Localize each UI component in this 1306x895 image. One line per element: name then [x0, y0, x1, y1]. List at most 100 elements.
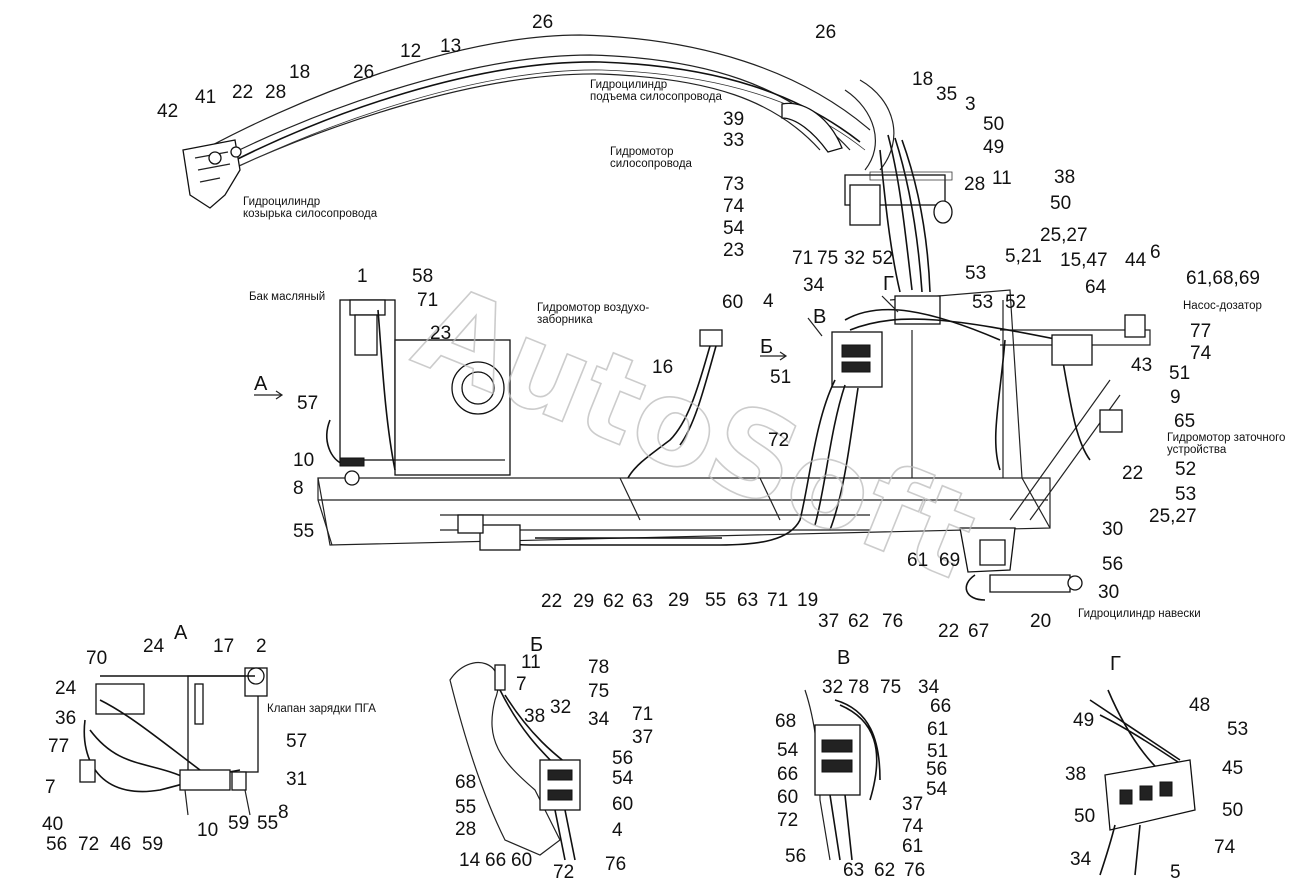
callout-label: 26: [815, 22, 836, 43]
callout-label: 61,68,69: [1186, 268, 1260, 289]
callout-label: 56: [46, 834, 67, 855]
caption-oil-tank: Бак масляный: [249, 291, 325, 303]
callout-label: 34: [588, 709, 610, 730]
callout-label: 11: [521, 652, 541, 673]
callout-label: 56: [1102, 554, 1123, 575]
callout-label: 61: [907, 550, 928, 571]
callout-label: 52: [872, 248, 893, 269]
callout-label: 5: [1170, 862, 1181, 883]
callout-label: 32: [550, 697, 571, 718]
callout-label: 48: [1189, 695, 1210, 716]
callout-label: 5,21: [1005, 246, 1042, 267]
view-title-b: Б: [530, 634, 543, 656]
callout-label: 76: [605, 854, 626, 875]
callout-label: 70: [86, 648, 107, 669]
air-intake-motor: [627, 329, 723, 479]
callout-label: 30: [1102, 519, 1123, 540]
callout-label: 2: [256, 636, 267, 657]
callout-label: 74: [902, 816, 924, 837]
callout-label: 54: [723, 218, 745, 239]
callout-label: 74: [723, 196, 745, 217]
spout-hydraulics: [844, 134, 953, 293]
callout-label: 14: [459, 850, 481, 871]
callout-label: 26: [353, 62, 374, 83]
callout-label: 60: [722, 292, 743, 313]
callout-label: 77: [48, 736, 69, 757]
callout-label: 10: [293, 450, 314, 471]
callout-label: 35: [936, 84, 957, 105]
callout-label: 24: [55, 678, 77, 699]
view-marker-b: Б: [760, 336, 773, 358]
caption-hitch: Гидроцилиндр навески: [1078, 608, 1201, 620]
callout-label: 61: [902, 836, 923, 857]
callout-label: 62: [874, 860, 895, 881]
callout-label: 55: [257, 813, 278, 834]
callout-label: 49: [1073, 710, 1094, 731]
callout-label: 20: [1030, 611, 1051, 632]
callout-label: 23: [430, 323, 451, 344]
callout-label: 34: [918, 677, 940, 698]
callout-label: 34: [803, 275, 825, 296]
callout-label: 53: [965, 263, 986, 284]
callout-label: 12: [400, 41, 421, 62]
callout-label: 43: [1131, 355, 1152, 376]
callout-label: 36: [55, 708, 76, 729]
visor-cylinder: [182, 139, 242, 209]
callout-label: 41: [195, 87, 216, 108]
view-arrow-g: [881, 295, 899, 313]
callout-label: 67: [968, 621, 989, 642]
callout-label: 56: [926, 759, 947, 780]
callout-label: 28: [455, 819, 476, 840]
callout-label: 72: [768, 430, 789, 451]
callout-label: 34: [1070, 849, 1092, 870]
callout-label: 38: [1054, 167, 1075, 188]
callout-label: 51: [770, 367, 791, 388]
callout-label: 37: [902, 794, 923, 815]
callout-label: 78: [588, 657, 609, 678]
callout-label: 38: [1065, 764, 1086, 785]
callout-label: 75: [588, 681, 609, 702]
callout-label: 53: [1175, 484, 1196, 505]
callout-label: 64: [1085, 277, 1107, 298]
callout-label: 71: [767, 590, 788, 611]
callout-label: 22: [938, 621, 959, 642]
callout-label: 55: [455, 797, 476, 818]
callout-label: 7: [45, 777, 56, 798]
callout-label: 66: [485, 850, 506, 871]
callout-label: 50: [1050, 193, 1071, 214]
callout-label: 22: [541, 591, 562, 612]
callout-label: 54: [926, 779, 948, 800]
view-marker-v: В: [813, 306, 826, 328]
callout-label: 7: [516, 674, 527, 695]
callout-label: 69: [939, 550, 960, 571]
view-g: [1089, 689, 1196, 876]
callout-label: 29: [573, 591, 594, 612]
callout-label: 56: [612, 748, 633, 769]
view-v: [804, 689, 881, 861]
callout-label: 50: [1222, 800, 1243, 821]
callout-label: 18: [912, 69, 933, 90]
callout-label: 11: [992, 168, 1012, 189]
callout-label: 8: [293, 478, 304, 499]
callout-label: 77: [1190, 321, 1211, 342]
callout-label: 66: [777, 764, 798, 785]
callout-label: 61: [927, 719, 948, 740]
callout-label: 72: [777, 810, 798, 831]
callout-label: 8: [278, 802, 289, 823]
callout-label: 53: [1227, 719, 1248, 740]
view-title-g: Г: [1110, 653, 1121, 675]
callout-label: 76: [882, 611, 903, 632]
callout-label: 71: [632, 704, 653, 725]
callout-label: 75: [880, 677, 901, 698]
callout-label: 56: [785, 846, 806, 867]
callout-label: 63: [843, 860, 864, 881]
oil-tank: [326, 299, 511, 486]
callout-label: 72: [553, 862, 574, 883]
view-marker-a: А: [254, 373, 268, 395]
callout-label: 39: [723, 109, 744, 130]
callout-label: 51: [927, 741, 948, 762]
callout-label: 31: [286, 769, 307, 790]
